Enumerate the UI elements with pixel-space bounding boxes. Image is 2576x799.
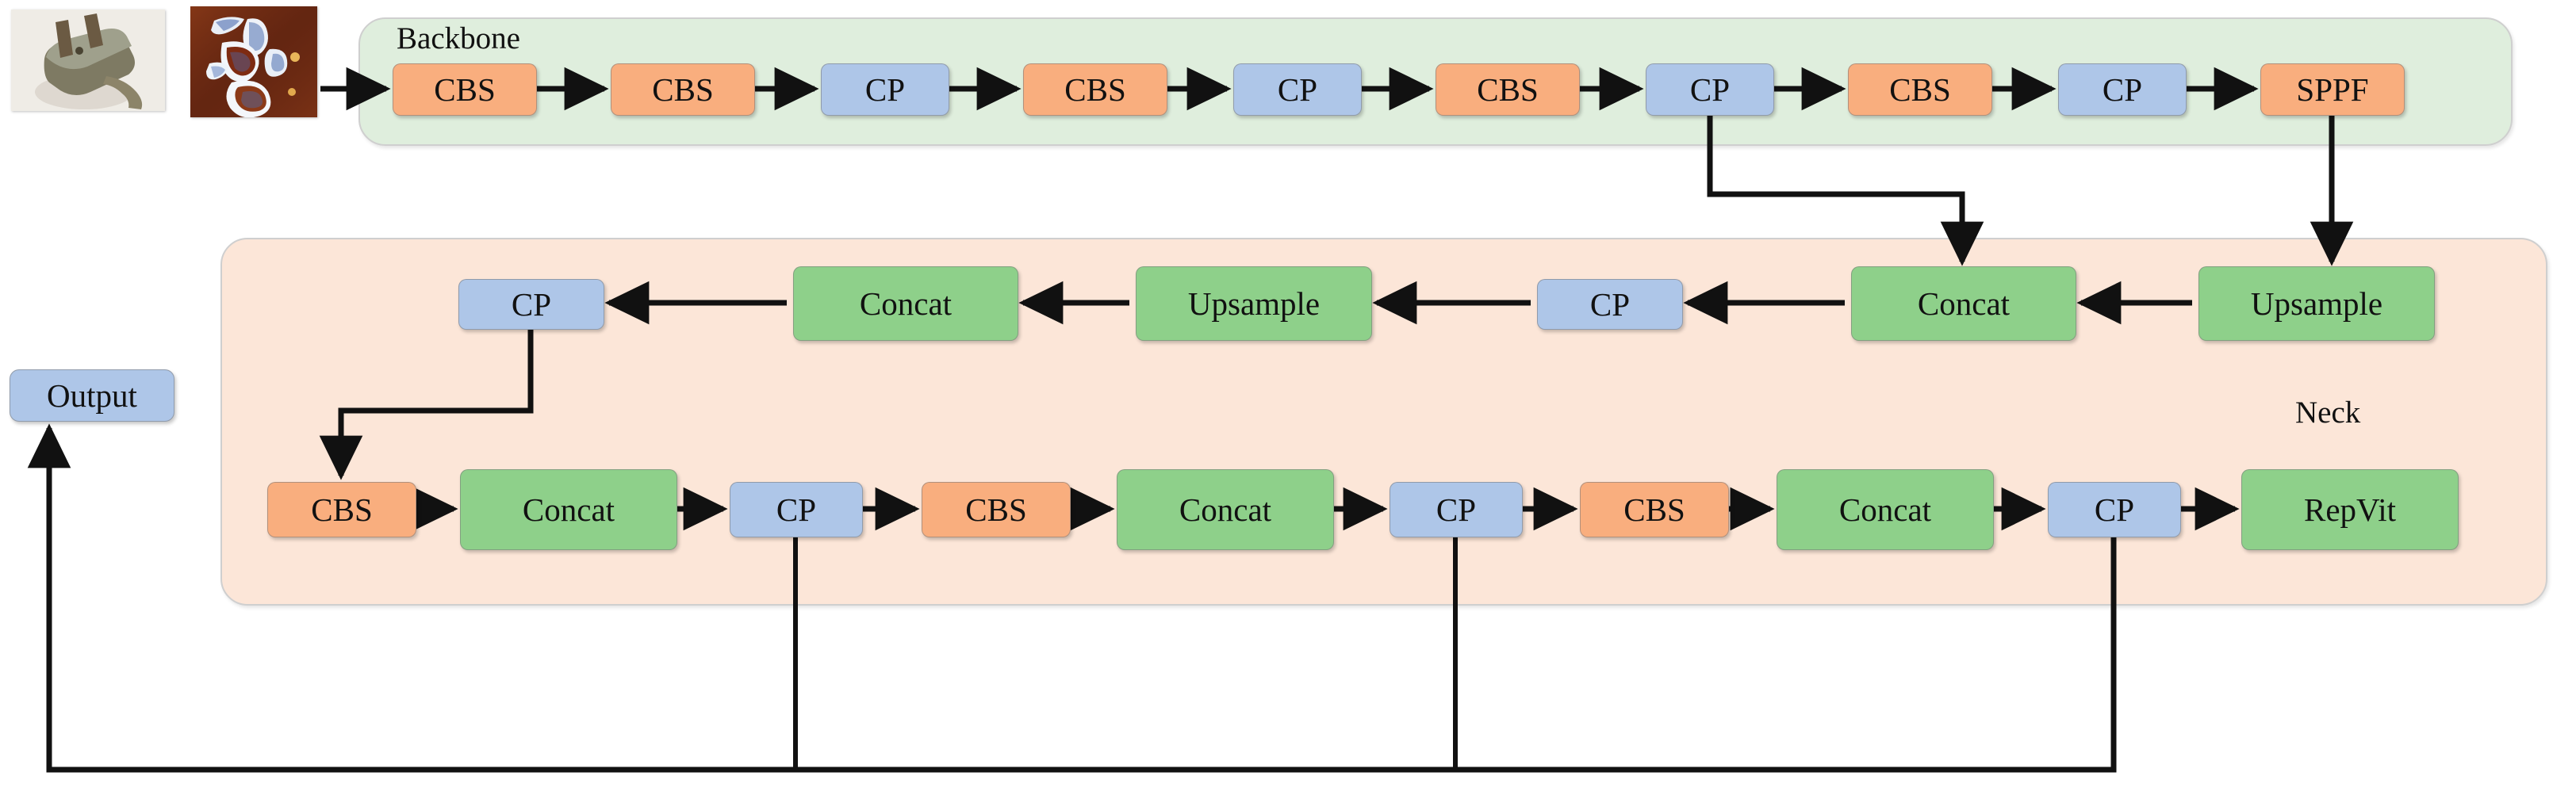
neck-label: Neck — [2295, 396, 2361, 430]
node-neck-cp-1[interactable]: CP — [730, 482, 863, 537]
node-neck-upsample-1[interactable]: Upsample — [1136, 266, 1372, 341]
backbone-label: Backbone — [397, 21, 520, 55]
node-neck-cp-2[interactable]: CP — [1390, 482, 1523, 537]
node-bb-cbs-3[interactable]: CBS — [1023, 63, 1167, 116]
node-bb-cbs-1[interactable]: CBS — [393, 63, 537, 116]
input-image-shards — [190, 6, 317, 117]
node-output[interactable]: Output — [10, 369, 174, 422]
node-bb-cbs-2[interactable]: CBS — [611, 63, 755, 116]
node-neck-concat-1[interactable]: Concat — [460, 469, 677, 550]
node-neck-cbs-3[interactable]: CBS — [1580, 482, 1729, 537]
node-neck-concat-top-2[interactable]: Concat — [1851, 266, 2076, 341]
node-bb-sppf[interactable]: SPPF — [2260, 63, 2405, 116]
node-bb-cp-4[interactable]: CP — [2058, 63, 2187, 116]
node-neck-repvit[interactable]: RepVit — [2241, 469, 2459, 550]
node-neck-cp-top-right[interactable]: CP — [1537, 279, 1683, 330]
node-neck-cp-3[interactable]: CP — [2048, 482, 2181, 537]
node-neck-concat-3[interactable]: Concat — [1777, 469, 1994, 550]
node-neck-cbs-1[interactable]: CBS — [267, 482, 416, 537]
node-bb-cp-2[interactable]: CP — [1233, 63, 1362, 116]
node-bb-cbs-4[interactable]: CBS — [1436, 63, 1580, 116]
input-image-plug — [11, 10, 165, 111]
node-neck-cbs-2[interactable]: CBS — [922, 482, 1071, 537]
node-neck-concat-2[interactable]: Concat — [1117, 469, 1334, 550]
node-bb-cp-3[interactable]: CP — [1646, 63, 1774, 116]
node-neck-cp-top-left[interactable]: CP — [458, 279, 604, 330]
node-neck-upsample-2[interactable]: Upsample — [2198, 266, 2435, 341]
node-bb-cp-1[interactable]: CP — [821, 63, 949, 116]
node-neck-concat-top-1[interactable]: Concat — [793, 266, 1018, 341]
node-bb-cbs-5[interactable]: CBS — [1848, 63, 1992, 116]
